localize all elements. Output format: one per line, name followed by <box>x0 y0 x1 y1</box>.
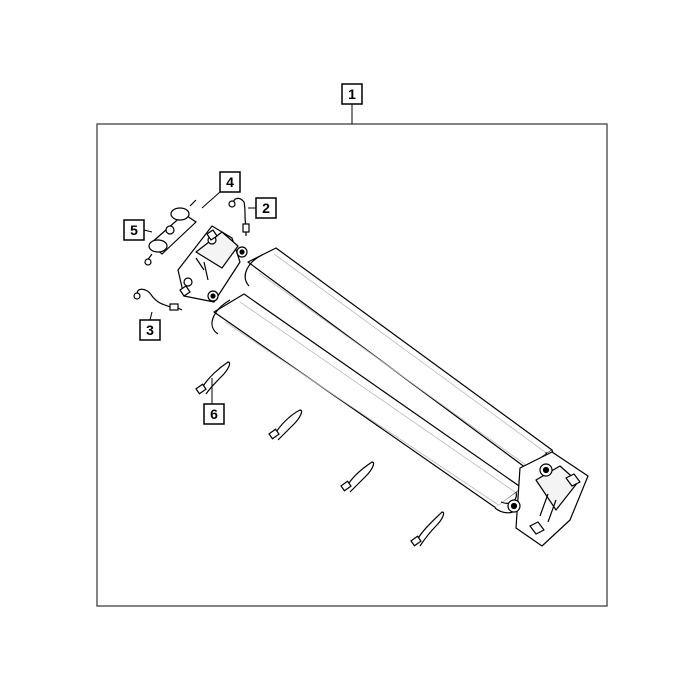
callout-4-label: 4 <box>226 174 234 190</box>
callout-2-label: 2 <box>262 200 270 216</box>
valve-cap-icon <box>144 199 197 266</box>
callout-5: 5 <box>123 219 153 241</box>
callout-5-label: 5 <box>130 222 138 238</box>
strap-icon <box>195 361 231 395</box>
strap-icon <box>268 409 303 441</box>
callout-6-label: 6 <box>210 406 218 422</box>
sensor-harness-3-icon <box>133 288 183 311</box>
tank-lower-icon <box>211 293 525 514</box>
rear-bracket-icon <box>177 225 248 303</box>
callout-1-label: 1 <box>348 86 356 102</box>
sensor-harness-2-icon <box>228 197 250 236</box>
strap-icon <box>410 511 445 547</box>
strap-icon <box>340 461 375 493</box>
callout-3-label: 3 <box>146 322 154 338</box>
callout-1: 1 <box>341 83 363 124</box>
tank-assembly <box>177 225 589 547</box>
callout-4: 4 <box>201 171 241 209</box>
front-bracket-icon <box>507 451 589 547</box>
callout-2: 2 <box>248 197 277 219</box>
callout-6: 6 <box>203 378 225 425</box>
callout-3: 3 <box>139 311 161 341</box>
